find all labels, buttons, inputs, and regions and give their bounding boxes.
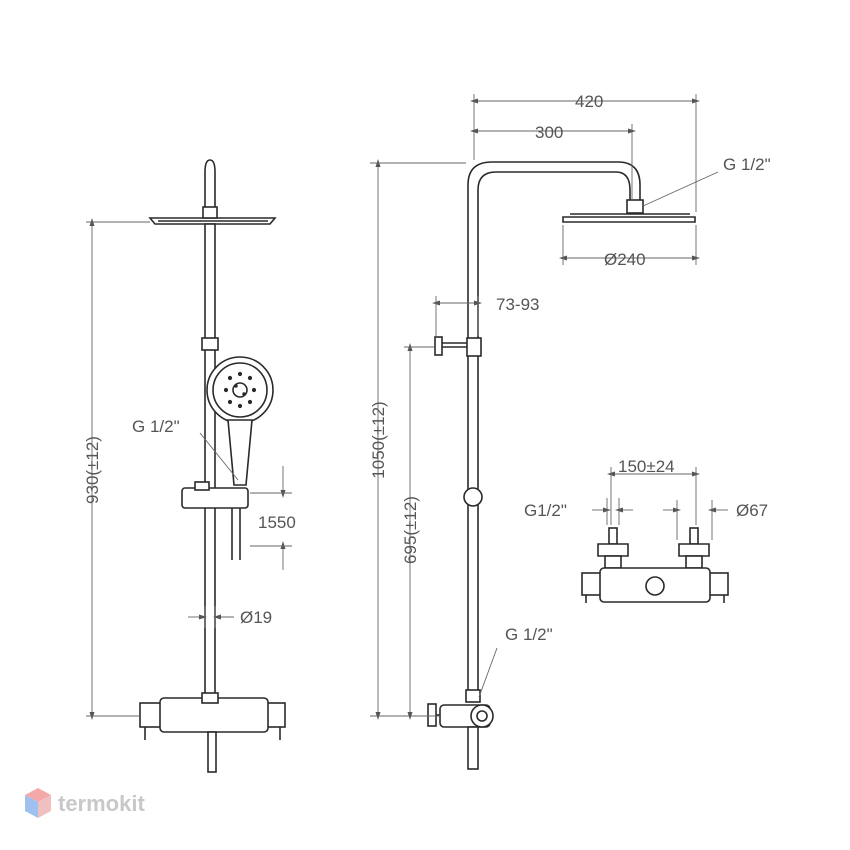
shower-rail-front <box>204 223 216 695</box>
brand-name: termokit <box>58 791 145 816</box>
dim-inlet-thread: G1/2" <box>524 501 567 520</box>
dim-top-width: 420 <box>575 92 603 111</box>
side-view: 420 300 G 1/2" Ø240 73-93 1050(±12) 695(… <box>369 92 771 770</box>
dim-rail-height: 930(±12) <box>83 436 102 504</box>
brand-logo: termokit <box>25 788 145 818</box>
dim-escutcheon-diameter: Ø67 <box>736 501 768 520</box>
dim-pipe-diameter: Ø19 <box>240 608 272 627</box>
dim-arm-length: 300 <box>535 123 563 142</box>
dim-wall-offset: 73-93 <box>496 295 539 314</box>
head-connector <box>626 199 644 214</box>
hand-shower <box>206 356 274 486</box>
dim-hand-thread: G 1/2" <box>132 417 180 436</box>
cube-icon <box>25 788 51 818</box>
thermostatic-mixer-front <box>139 692 286 773</box>
mixer-side <box>427 689 494 770</box>
dim-outlet-thread: G 1/2" <box>505 625 553 644</box>
slider-bracket <box>181 487 249 509</box>
overhead-shower-side <box>562 216 696 223</box>
dim-inlet-spacing: 150±24 <box>618 457 675 476</box>
dim-head-thread: G 1/2" <box>723 155 771 174</box>
front-view: 930(±12) G 1/2" 1550 Ø19 <box>83 159 296 773</box>
dim-hand-height: 1550 <box>258 513 296 532</box>
dim-mixer-to-bracket: 695(±12) <box>401 496 420 564</box>
slider-knob <box>463 487 483 507</box>
dim-head-diameter: Ø240 <box>604 250 646 269</box>
dim-total-height: 1050(±12) <box>369 401 388 478</box>
mixer-detail: 150±24 G1/2" Ø67 <box>524 457 768 603</box>
